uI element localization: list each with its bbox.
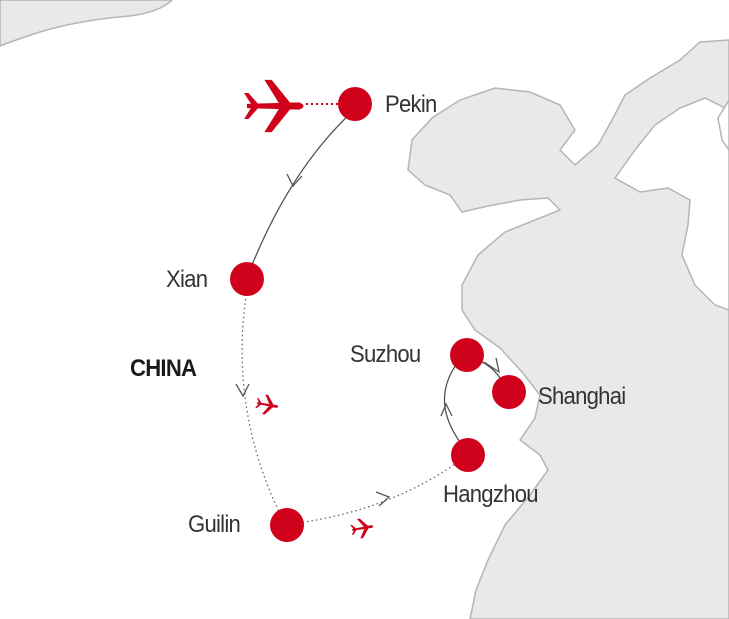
country-label: CHINA [130,355,197,382]
route-xian-guilin [241,289,284,521]
route-arrow [440,402,453,417]
city-label-xian: Xian [166,266,208,293]
route-arrow [375,491,391,507]
route-pekin-xian [249,111,353,271]
city-marker-shanghai[interactable] [492,375,526,409]
landmass-japan [717,98,729,152]
landmass-northwest [0,0,174,47]
landmass-korea [613,97,729,311]
plane-icon [244,79,304,133]
route-hangzhou-suzhou [443,361,461,443]
city-marker-pekin[interactable] [338,87,372,121]
plane-icon [254,393,281,417]
route-arrow [235,383,250,398]
city-label-guilin: Guilin [188,511,241,538]
route-arrow [286,173,303,188]
city-marker-hangzhou[interactable] [451,438,485,472]
city-label-pekin: Pekin [385,91,437,118]
city-label-shanghai: Shanghai [538,383,626,410]
city-marker-suzhou[interactable] [450,338,484,372]
route-guilin-hangzhou [297,461,459,524]
city-marker-xian[interactable] [230,262,264,296]
city-label-suzhou: Suzhou [350,341,421,368]
plane-icon [349,516,376,540]
city-label-hangzhou: Hangzhou [443,481,539,508]
route-arrow [483,357,500,374]
city-marker-guilin[interactable] [270,508,304,542]
